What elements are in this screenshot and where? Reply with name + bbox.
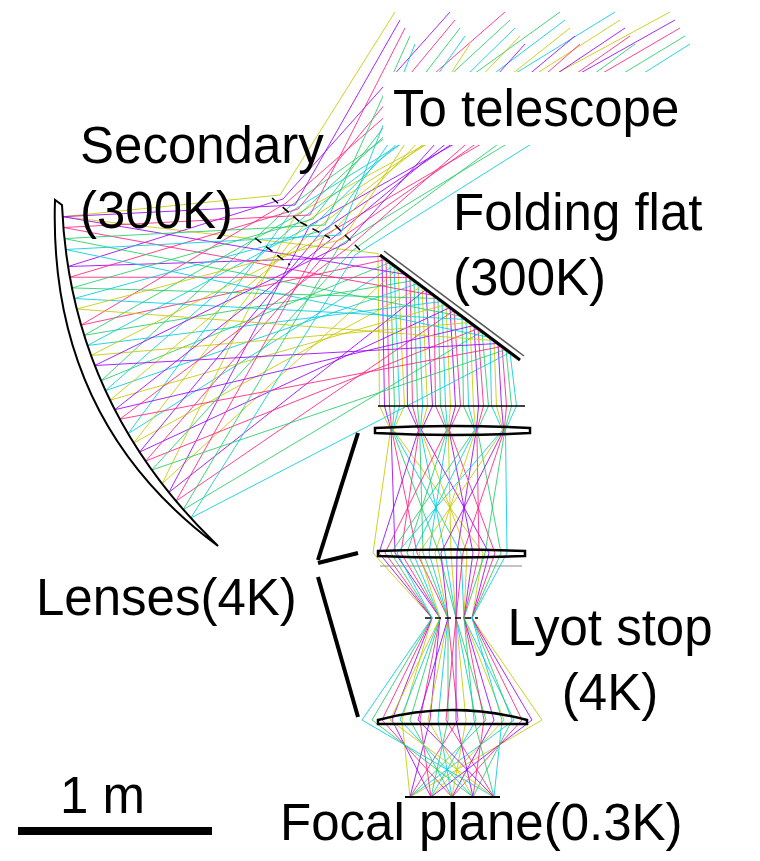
part-label: Lenses(4K): [36, 565, 297, 630]
dashed-surface: [335, 225, 360, 250]
scale-bar: [18, 827, 212, 835]
light-ray: [77, 44, 503, 797]
light-ray: [64, 36, 474, 797]
dashed-surface: [272, 198, 300, 222]
lyot-stop: [425, 617, 478, 619]
light-ray: [63, 12, 432, 797]
leader-line: [318, 577, 358, 717]
part-label: 1 m: [60, 763, 145, 828]
dashed-surface: [255, 238, 290, 265]
dashed-surface: [300, 222, 330, 238]
part-label: Secondary (300K): [80, 113, 342, 243]
curved-mirror: [55, 200, 218, 546]
part-label: Folding flat (300K): [453, 180, 745, 310]
lens-group: [375, 406, 530, 797]
lens: [378, 710, 527, 724]
lens-surface: [380, 566, 522, 567]
lens: [378, 550, 525, 558]
lens: [375, 426, 530, 435]
light-ray: [66, 44, 503, 797]
part-label: Lyot stop (4K): [490, 595, 730, 725]
leader-line: [318, 553, 358, 563]
lens-surface: [378, 405, 525, 407]
leader-line: [318, 433, 358, 560]
part-label: Focal plane(0.3K): [280, 790, 683, 855]
leader-lines: [318, 433, 358, 717]
part-label: To telescope: [383, 72, 689, 145]
secondary-mirror: [255, 198, 360, 265]
